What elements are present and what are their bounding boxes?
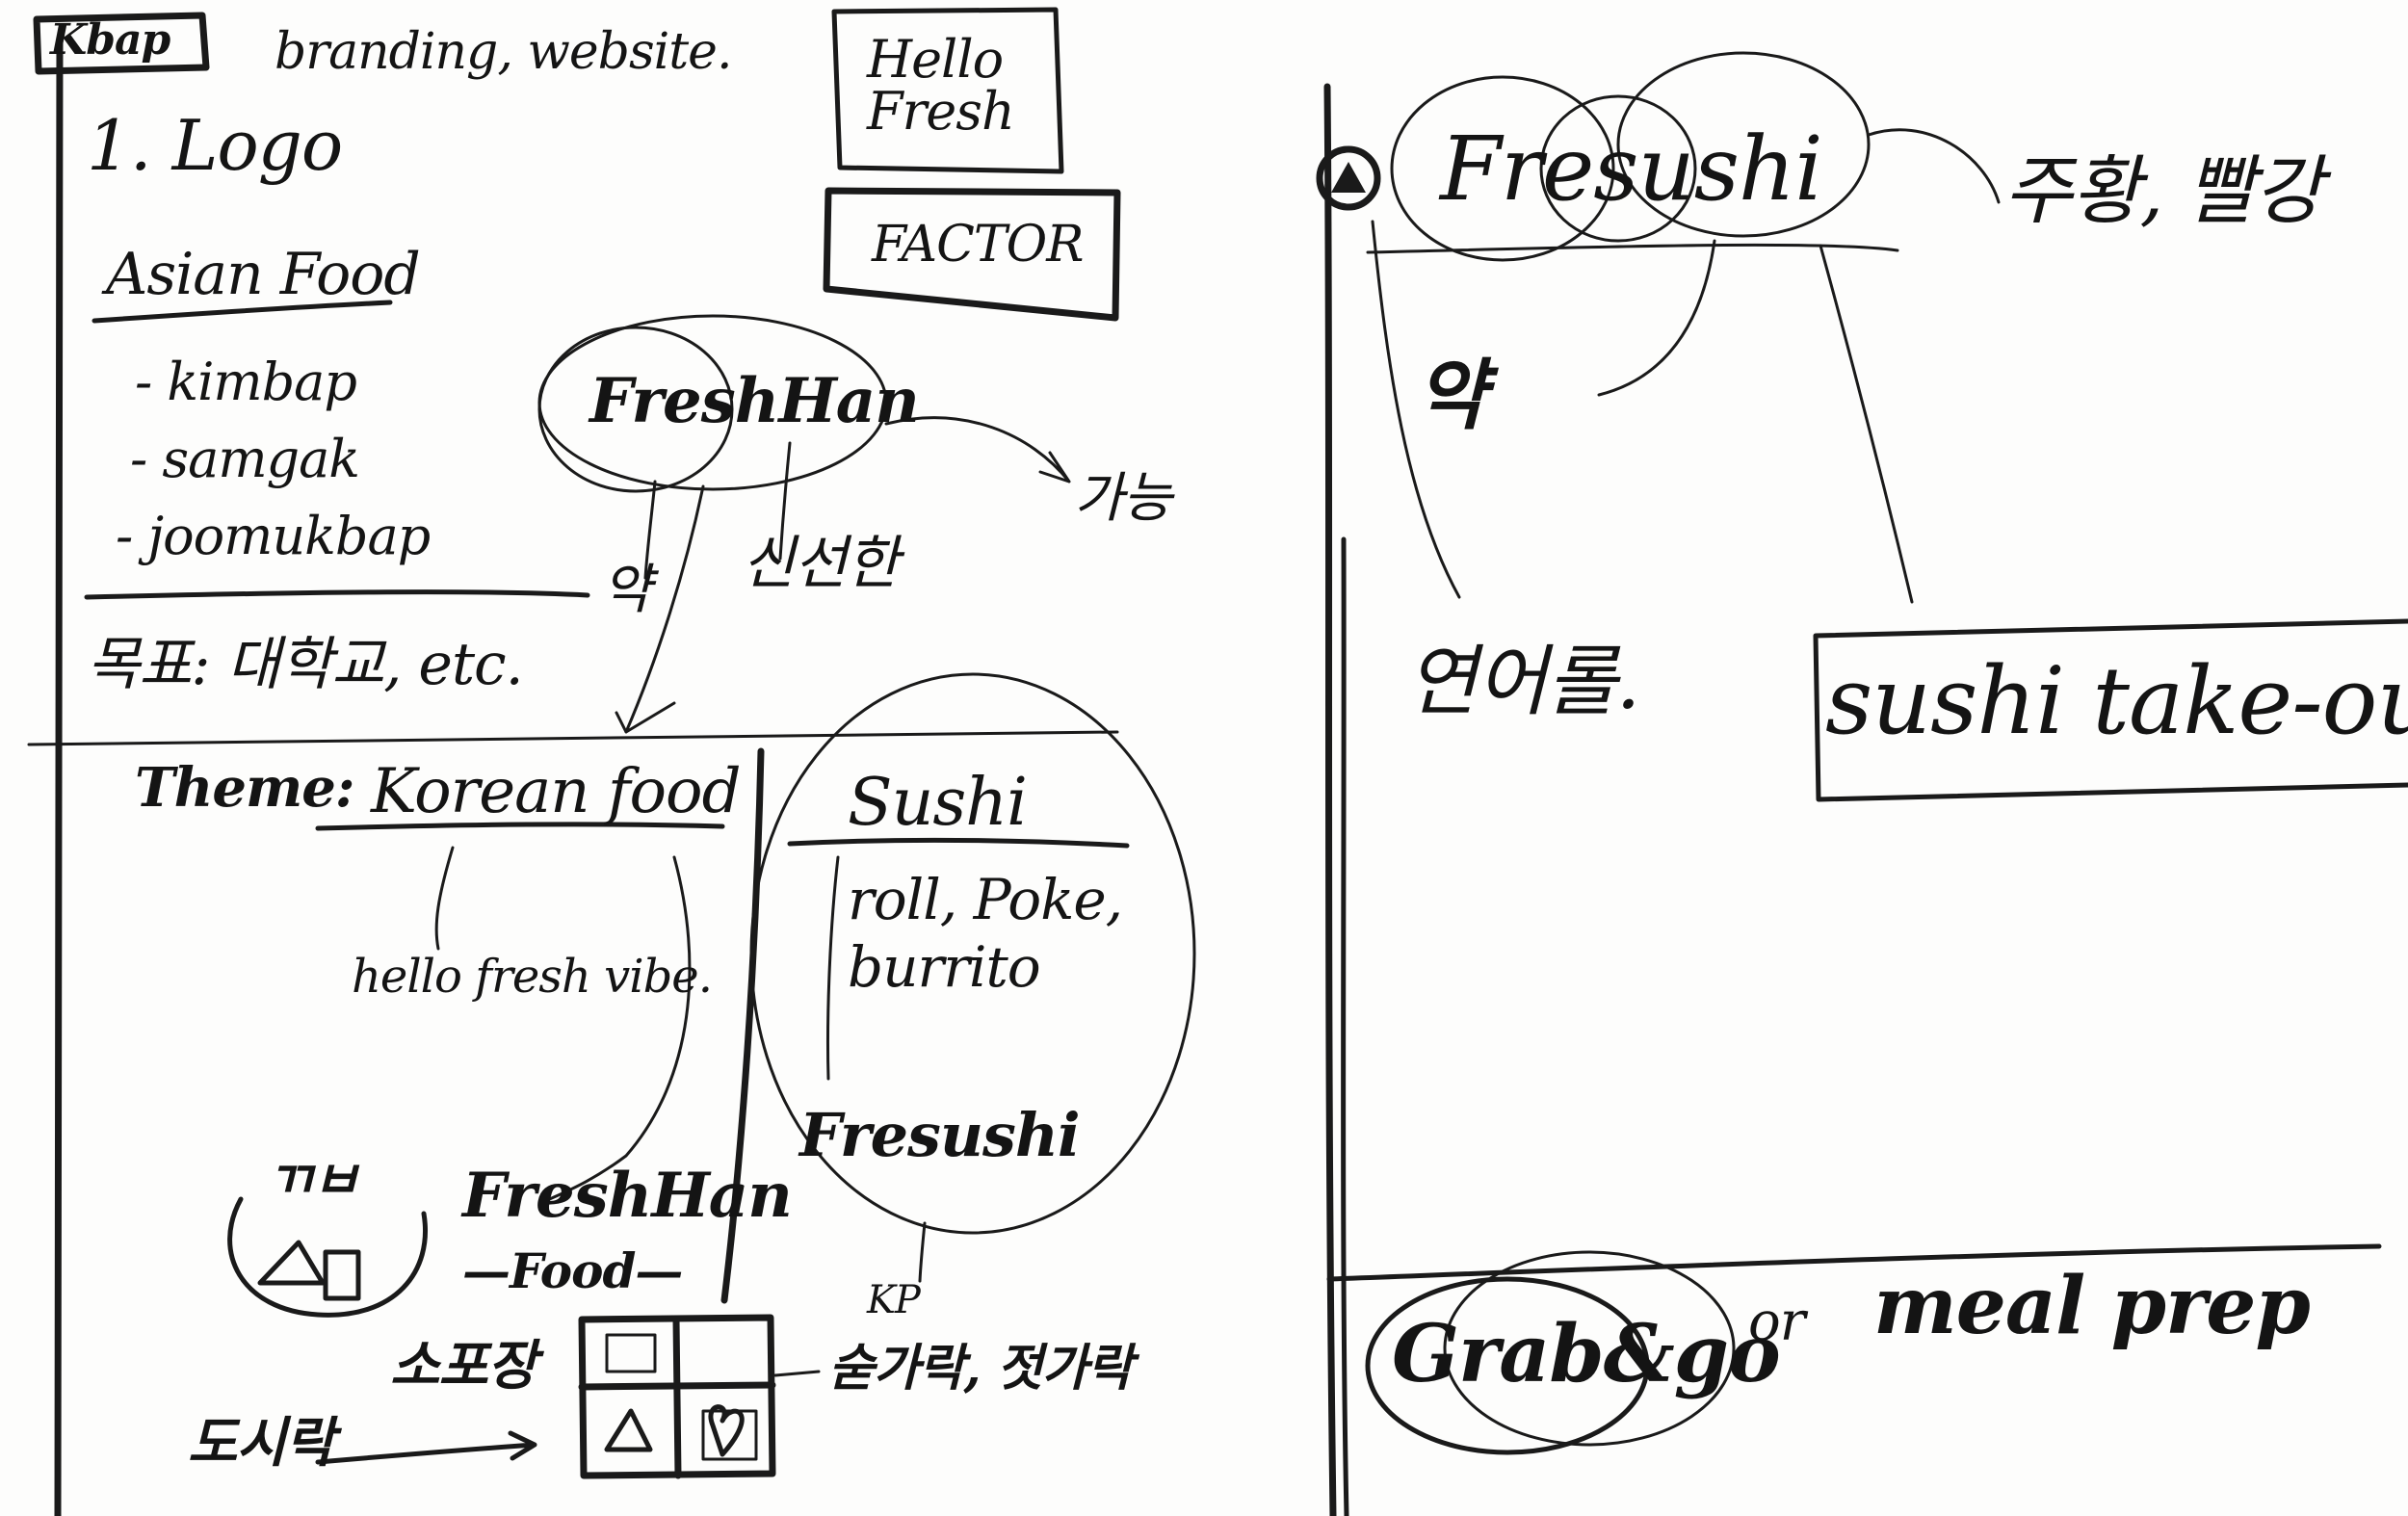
fresushi-underline (1368, 245, 1898, 252)
right-color-note: 주황, 빨강 (2003, 154, 2322, 229)
right-boxed-phrase: sushi take-out (1825, 655, 2408, 747)
asian-food-item-samgak: - samgak (130, 433, 359, 485)
grid-flow-right-note: 숟가락, 젓가락 (828, 1344, 1132, 1394)
grid-horizontal (582, 1385, 772, 1387)
rule-under-list (87, 592, 588, 597)
asian-food-item-kimbap: - kimbap (135, 356, 356, 408)
grid-cell-box-1 (607, 1335, 655, 1372)
freshhan-label-yak: 약 (602, 563, 651, 617)
asian-food-title: Asian Food (106, 246, 420, 303)
logo-sketch-tagline: —Food— (462, 1247, 682, 1295)
left-margin-line (58, 39, 60, 1516)
logo-heading: 1. Logo (87, 111, 342, 180)
logo-sketch-brand-name: FreshHan (462, 1165, 792, 1227)
center-divider-shadow (1344, 539, 1347, 1516)
grid-flow-arrow-label: 소포장 (390, 1339, 537, 1393)
freshhan-label-fresh: 신선한 (742, 535, 899, 592)
theme-label: Theme: (135, 761, 354, 815)
rule-theme-top (29, 732, 1117, 745)
right-or-word: or (1748, 1295, 1804, 1349)
theme-korean-food: Korean food (371, 761, 741, 823)
vibe-to-logo (539, 857, 690, 1204)
grid-outer (582, 1318, 772, 1476)
fresushi-to-yak (1599, 241, 1714, 395)
sushi-title: Sushi (848, 771, 1027, 836)
grid-cell-triangle (607, 1411, 650, 1450)
grid-cell-heart (711, 1407, 742, 1454)
logo-badge (1320, 149, 1377, 207)
hellofresh-vibe-note: hello fresh vibe. (352, 954, 712, 1000)
logo-sketch-circle (230, 1199, 426, 1315)
freshhan-bubble-label: FreshHan (589, 371, 919, 432)
reference-brand-hellofresh: Hello Fresh (867, 34, 1031, 138)
sushi-name-fresushi: Fresushi (799, 1106, 1080, 1165)
logo-square (326, 1252, 358, 1298)
logo-sketch-kp-label: KP (867, 1281, 920, 1320)
right-logo-word: Fresushi (1440, 125, 1822, 214)
asian-food-item-joomukbap: - joomukbap (116, 510, 430, 562)
grid-to-note-dash (775, 1372, 819, 1375)
right-grab-go: Grab&go (1392, 1315, 1780, 1394)
freshhan-right-note: 가능 (1074, 472, 1171, 526)
grid-vertical (676, 1320, 678, 1476)
logo-sketch-kimbap-marks: ㄲㅂ (265, 1154, 358, 1206)
grid-cell-box-2 (703, 1411, 756, 1459)
logo-badge-fill (1331, 162, 1366, 193)
target-note: 목표: 대학교, etc. (87, 636, 523, 693)
fresushi-to-note (1869, 130, 1999, 202)
grid-flow-left-label: 도시락 (188, 1416, 334, 1470)
sushi-items: roll, Poke, burrito (848, 867, 1146, 1001)
right-meal-prep: meal prep (1873, 1267, 2310, 1346)
grid-flow-arrow (318, 1433, 535, 1462)
header-note: branding, website. (275, 27, 731, 77)
reference-brand-factor: FACTOR (872, 220, 1083, 270)
right-middle-label: 약 (1416, 356, 1486, 433)
rule-sushi (790, 840, 1127, 846)
logo-triangle (260, 1242, 323, 1283)
center-divider (1327, 87, 1333, 1516)
sushi-drop (827, 857, 838, 1079)
vibe-pointer (436, 848, 453, 949)
right-salmon-roll: 연어롤. (1406, 643, 1639, 720)
kp-drop (920, 1223, 925, 1281)
fresushi-to-takeout (1820, 246, 1912, 602)
header-box-label: Kbap (50, 19, 170, 62)
